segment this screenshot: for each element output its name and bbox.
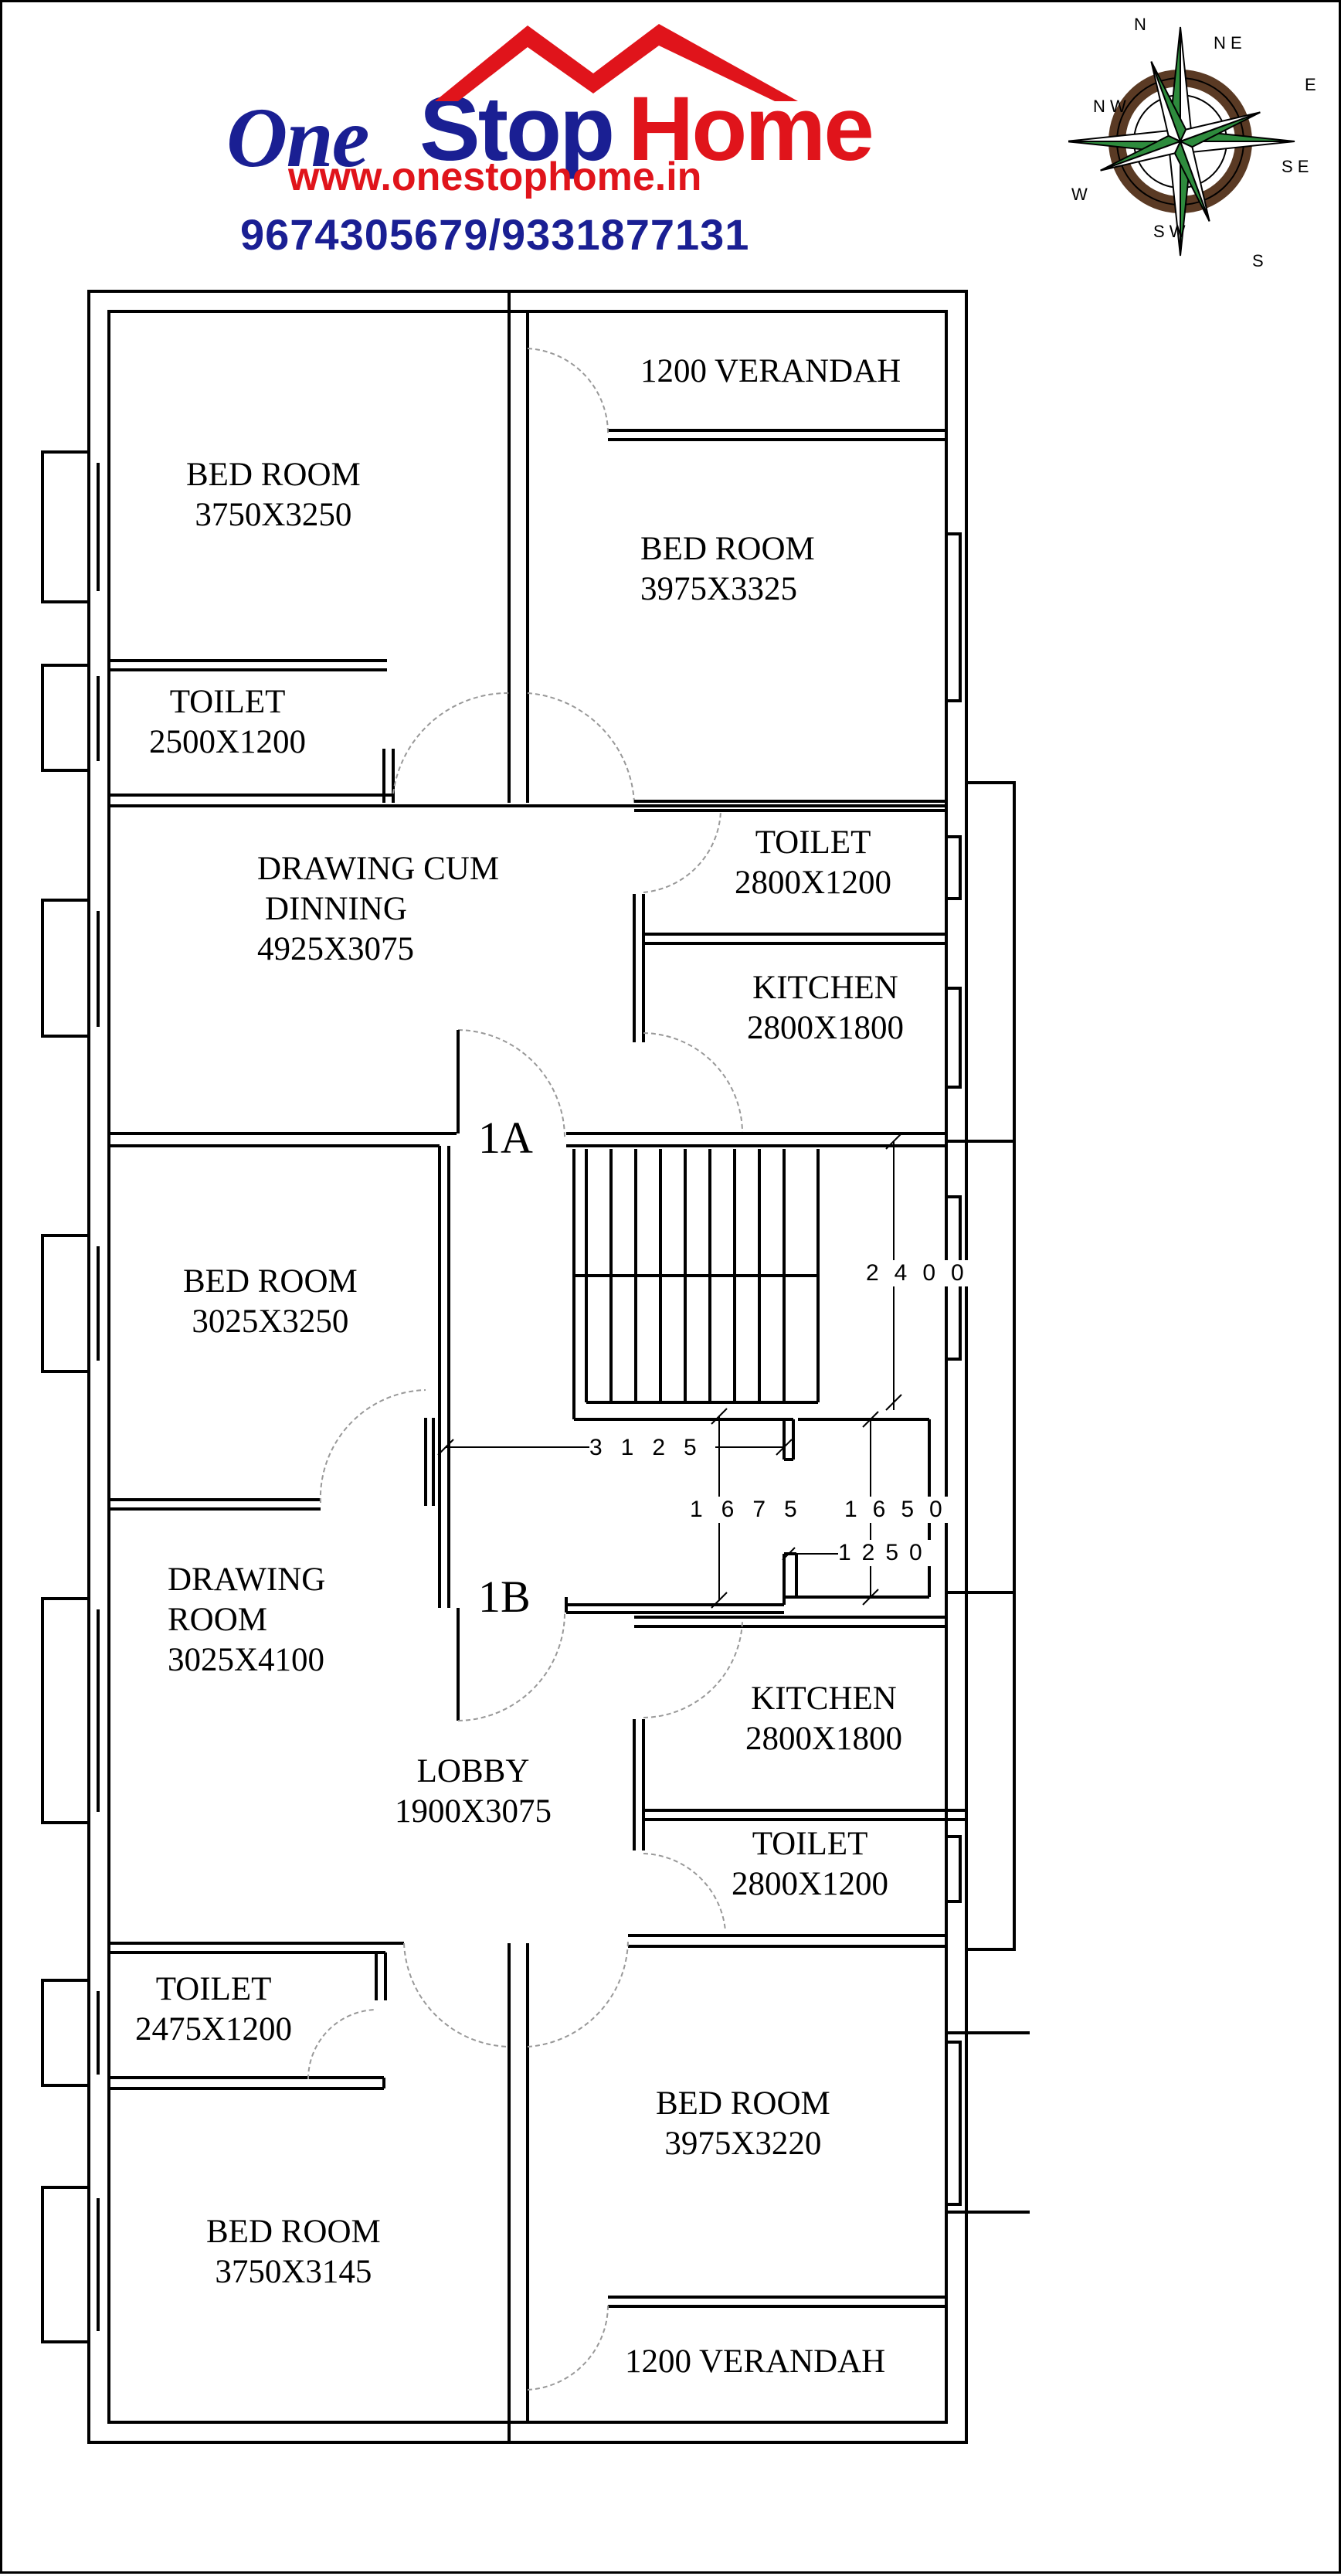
room-name: BED ROOM xyxy=(186,457,361,493)
room-name: BED ROOM xyxy=(640,531,815,567)
logo-one-text: One xyxy=(226,90,369,185)
room-size: 2475X1200 xyxy=(135,2011,293,2048)
staircase xyxy=(565,1149,931,1614)
room-size: 3975X3325 xyxy=(640,571,798,607)
room-toilet-top-right: TOILET 2800X1200 xyxy=(735,823,891,903)
room-size: 4925X3075 xyxy=(257,931,415,967)
flat-label-1b: 1B xyxy=(478,1572,531,1622)
room-name: KITCHEN xyxy=(752,970,898,1006)
room-kitchen-top: KITCHEN 2800X1800 xyxy=(747,968,904,1048)
room-name: TOILET xyxy=(169,684,286,720)
room-size: 2800X1800 xyxy=(747,1010,905,1046)
room-size: 3750X3250 xyxy=(195,497,352,533)
compass-rose-icon xyxy=(1068,26,1295,257)
logo-home-text: Home xyxy=(628,78,874,180)
room-drawing-room: DRAWING ROOM 3025X4100 xyxy=(168,1560,325,1681)
room-name: TOILET xyxy=(752,1826,868,1862)
brand-url: www.onestophome.in xyxy=(288,155,702,199)
room-bed-top-left: BED ROOM 3750X3250 xyxy=(186,455,361,535)
dim-landing-width: 3125 xyxy=(589,1435,715,1461)
compass-e: E xyxy=(1305,75,1316,94)
room-size: 3975X3220 xyxy=(664,2126,822,2162)
room-name: 1200 VERANDAH xyxy=(625,2343,886,2380)
room-size: 2800X1200 xyxy=(732,1866,889,1902)
room-verandah-top: 1200 VERANDAH xyxy=(640,352,901,392)
compass-s: S xyxy=(1252,251,1264,270)
compass-sw: S W xyxy=(1153,222,1186,241)
room-name-line2: ROOM xyxy=(168,1602,268,1638)
room-size: 3025X3250 xyxy=(192,1303,349,1340)
room-name: BED ROOM xyxy=(656,2085,830,2122)
room-size: 3750X3145 xyxy=(215,2254,372,2290)
room-bed-bottom-left: BED ROOM 3750X3145 xyxy=(206,2212,381,2292)
dim-landing-c: 1250 xyxy=(838,1540,933,1566)
brand-phones: 9674305679/9331877131 xyxy=(240,210,750,259)
room-verandah-bottom: 1200 VERANDAH xyxy=(625,2342,885,2382)
room-name: KITCHEN xyxy=(751,1681,897,1717)
room-size: 2500X1200 xyxy=(149,724,307,760)
room-name: LOBBY xyxy=(416,1753,530,1789)
room-bed-middle-left: BED ROOM 3025X3250 xyxy=(183,1262,358,1342)
room-drawing-dinning: DRAWING CUM DINNING 4925X3075 xyxy=(257,849,499,970)
room-name-line2: DINNING xyxy=(265,891,407,927)
room-toilet-top-left: TOILET 2500X1200 xyxy=(149,682,306,763)
compass-w: W xyxy=(1071,185,1088,204)
dim-landing-a: 1675 xyxy=(690,1497,816,1523)
room-toilet-bottom-right: TOILET 2800X1200 xyxy=(732,1824,888,1905)
compass-se: S E xyxy=(1282,157,1309,176)
compass-ne: N E xyxy=(1214,33,1242,53)
flat-label-1a: 1A xyxy=(478,1113,533,1163)
left-windows xyxy=(41,450,100,2343)
room-name: TOILET xyxy=(755,824,871,861)
room-lobby: LOBBY 1900X3075 xyxy=(395,1752,552,1832)
room-name: BED ROOM xyxy=(206,2214,381,2250)
logo-roof-icon xyxy=(435,24,798,101)
room-name: DRAWING CUM xyxy=(257,851,500,887)
room-name: 1200 VERANDAH xyxy=(640,353,901,389)
room-kitchen-bottom: KITCHEN 2800X1800 xyxy=(745,1679,902,1759)
dim-stair-height: 2400 xyxy=(866,1260,979,1286)
room-size: 2800X1800 xyxy=(745,1721,903,1757)
room-size: 2800X1200 xyxy=(735,865,892,901)
compass-n: N xyxy=(1134,15,1146,34)
room-bed-top-right: BED ROOM 3975X3325 xyxy=(640,529,815,610)
room-toilet-bottom-left: TOILET 2475X1200 xyxy=(135,1969,292,2050)
room-size: 3025X4100 xyxy=(168,1642,325,1678)
room-name: DRAWING xyxy=(168,1562,326,1598)
room-name: TOILET xyxy=(155,1971,272,2007)
dim-landing-b: 1650 xyxy=(844,1497,958,1523)
room-name: BED ROOM xyxy=(183,1263,358,1300)
room-size: 1900X3075 xyxy=(395,1793,552,1830)
compass-nw: N W xyxy=(1093,97,1126,116)
room-bed-bottom-right: BED ROOM 3975X3220 xyxy=(656,2084,830,2164)
